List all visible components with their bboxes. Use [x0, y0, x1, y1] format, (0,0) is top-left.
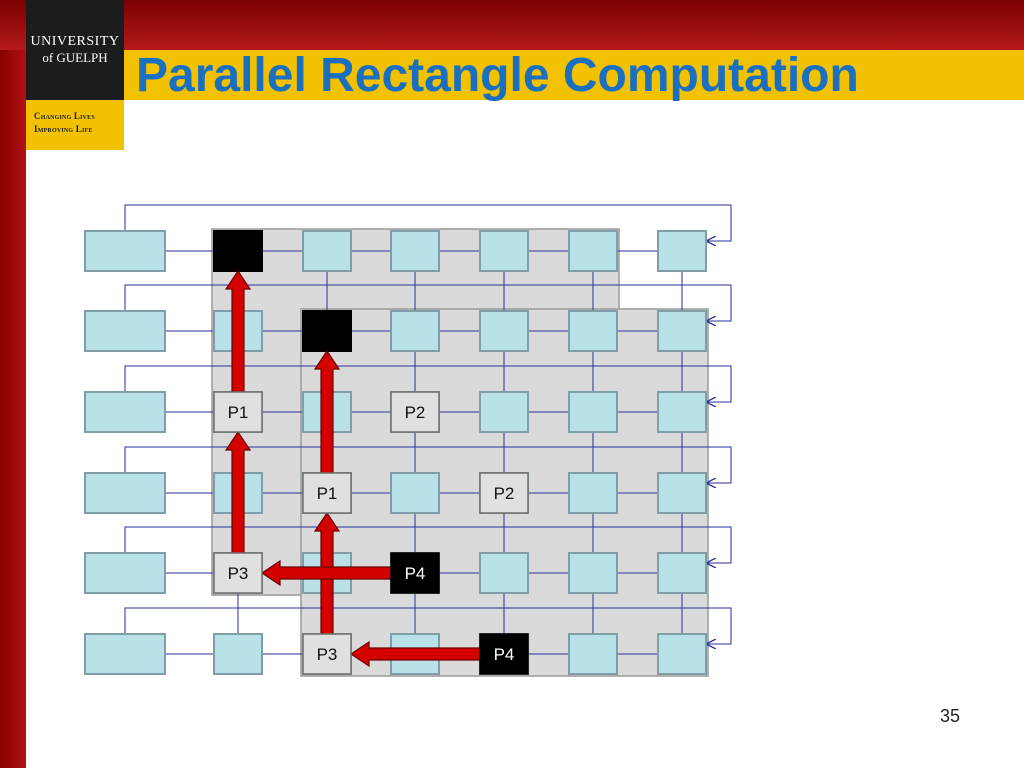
- flow-arrow-1: [224, 269, 252, 395]
- logo-text-university: UNIVERSITY: [30, 34, 120, 49]
- grid-cell: [213, 633, 263, 675]
- grid-cell: [657, 391, 707, 433]
- processor-p1-label: P1: [228, 403, 249, 422]
- wrap-around-link: [124, 526, 732, 563]
- flow-arrow-3: [313, 349, 341, 476]
- university-logo: UNIVERSITY of GUELPH: [26, 0, 124, 100]
- processor-p3-box: [302, 633, 352, 675]
- processor-p2-box: [390, 391, 440, 433]
- grid-cell: [568, 391, 618, 433]
- wrap-around-link: [124, 446, 732, 483]
- grid-cell: [568, 552, 618, 594]
- grid-cell: [84, 472, 166, 514]
- grid-cell: [657, 310, 707, 352]
- grid-cell: [479, 391, 529, 433]
- slide-title: Parallel Rectangle Computation: [136, 49, 859, 102]
- grid-cell: [657, 230, 707, 272]
- tagline-line2: Improving Life: [34, 124, 93, 134]
- shaded-regions: [211, 228, 709, 677]
- grid-cell: [84, 230, 166, 272]
- processor-p1-label: P1: [317, 484, 338, 503]
- grid-cell: [568, 230, 618, 272]
- header-band: [0, 0, 1024, 50]
- processor-p4-box: [390, 552, 440, 594]
- highlighted-cell: [302, 310, 352, 352]
- processor-p1-box: [213, 391, 263, 433]
- grid-cell: [84, 633, 166, 675]
- grid-cell: [479, 552, 529, 594]
- processor-p3-box: [213, 552, 263, 594]
- title-band: [124, 50, 1024, 100]
- processor-p2-label: P2: [405, 403, 426, 422]
- data-flow-arrows: [224, 269, 481, 668]
- processor-p3-label: P3: [228, 564, 249, 583]
- processor-p3-label: P3: [317, 645, 338, 664]
- grid-cell: [568, 472, 618, 514]
- processor-p4-label: P4: [405, 564, 426, 583]
- wrap-around-link: [124, 284, 732, 321]
- grid-cell: [84, 552, 166, 594]
- grid-cell: [479, 310, 529, 352]
- highlighted-cell: [213, 230, 263, 272]
- grid-cell: [390, 230, 440, 272]
- wrap-around-link: [124, 607, 732, 644]
- grid-cell: [479, 230, 529, 272]
- grid-cell: [390, 472, 440, 514]
- grid-cell: [657, 472, 707, 514]
- processor-p1-box: [302, 472, 352, 514]
- grid-cell: [84, 310, 166, 352]
- tagline-line1: Changing Lives: [34, 111, 95, 121]
- flow-arrow-2: [224, 430, 252, 556]
- wrap-around-link: [124, 204, 732, 241]
- logo-text-guelph: of GUELPH: [42, 50, 108, 65]
- grid-cell: [84, 391, 166, 433]
- grid-cell: [568, 310, 618, 352]
- left-accent-bar: [0, 0, 26, 768]
- page-number: 35: [939, 706, 961, 726]
- grid-cell: [657, 552, 707, 594]
- wrap-around-link: [124, 365, 732, 402]
- grid-cell: [390, 310, 440, 352]
- processor-p4-box: [479, 633, 529, 675]
- grid-cell: [302, 230, 352, 272]
- processor-p2-label: P2: [494, 484, 515, 503]
- processor-p2-box: [479, 472, 529, 514]
- grid-cell: [657, 633, 707, 675]
- tagline-box: Changing Lives Improving Life: [26, 100, 124, 150]
- grid-cell: [568, 633, 618, 675]
- processor-p4-label: P4: [494, 645, 515, 664]
- flow-arrow-6: [349, 640, 481, 668]
- flow-arrow-5: [260, 559, 392, 587]
